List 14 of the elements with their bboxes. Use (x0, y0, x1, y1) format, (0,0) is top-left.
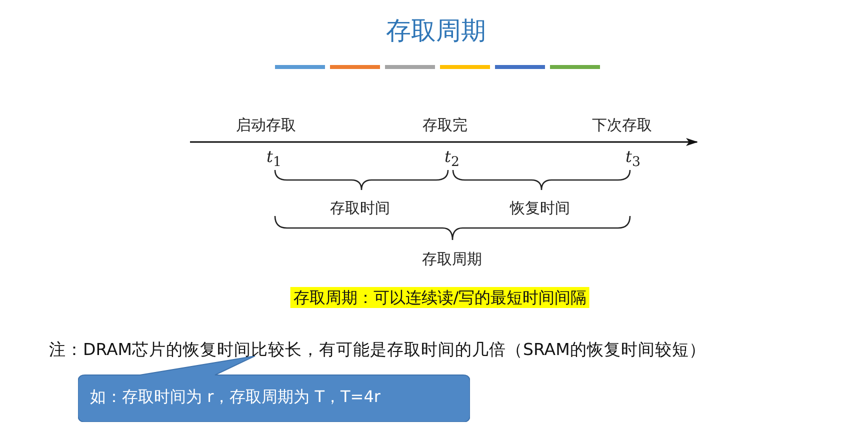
callout-text: 如：存取时间为 r，存取周期为 T，T=4r (90, 387, 380, 408)
timeline-label: 启动存取 (236, 116, 296, 134)
time-point-label: t$_{2}$ (444, 147, 460, 172)
timeline-label: 下次存取 (592, 116, 652, 134)
callout-bubble (78, 356, 470, 422)
highlighted-definition: 存取周期：可以连续读/写的最短时间间隔 (290, 287, 590, 308)
note-text: 注：DRAM芯片的恢复时间比较长，有可能是存取时间的几倍（SRAM的恢复时间较短） (49, 339, 706, 361)
time-point-label: t$_{3}$ (626, 147, 640, 172)
interval-label: 恢复时间 (510, 199, 570, 217)
timeline-label: 存取完 (422, 116, 468, 134)
title: 存取周期 (386, 16, 486, 46)
interval-label: 存取周期 (422, 250, 482, 268)
time-point-label: t$_{1}$ (266, 147, 282, 172)
interval-label: 存取时间 (330, 199, 390, 217)
